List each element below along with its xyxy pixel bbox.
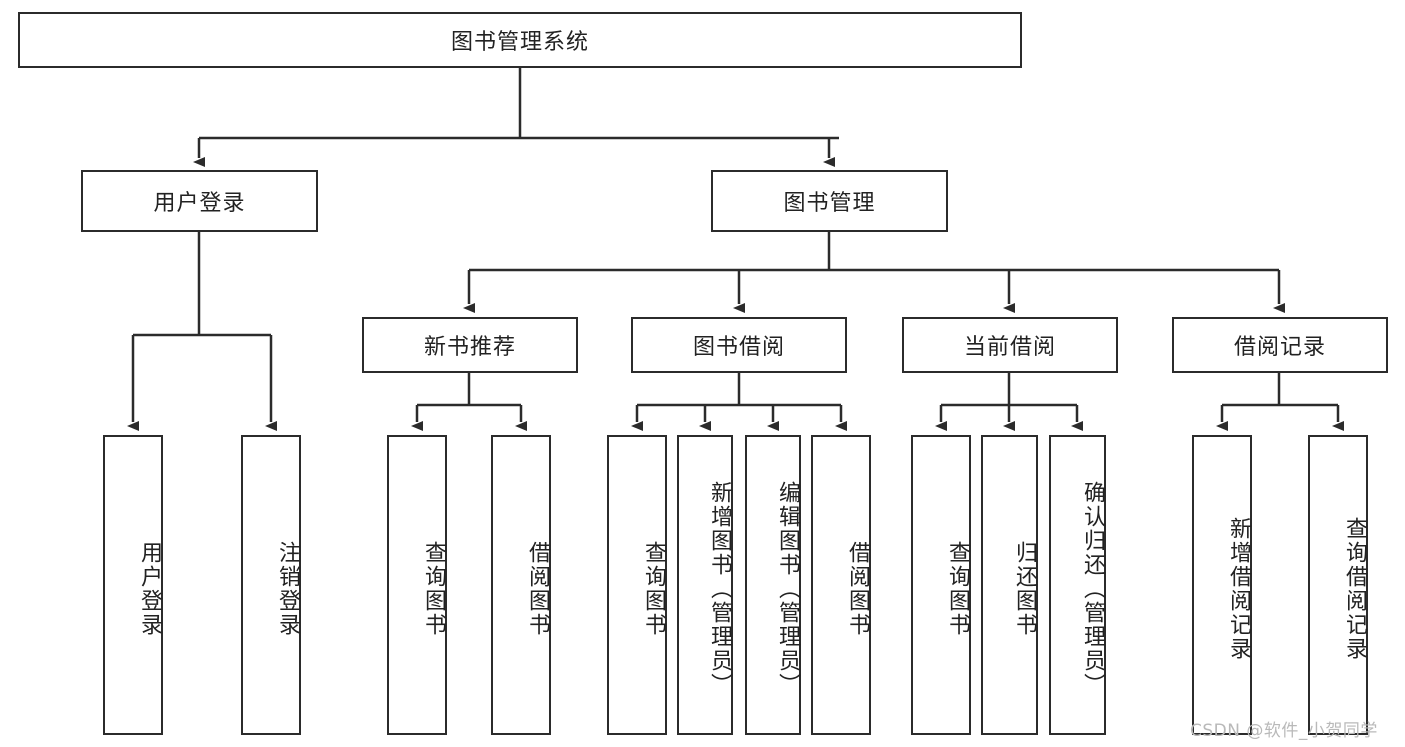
leaf-add-book[interactable]: 新增图书（管理员） — [677, 435, 733, 735]
node-new-book-recommend-label: 新书推荐 — [423, 335, 516, 360]
node-borrow-record-label: 借阅记录 — [1233, 335, 1326, 360]
leaf-query-borrow-record-label: 查询借阅记录 — [1342, 517, 1367, 661]
leaf-query-book-2[interactable]: 查询图书 — [607, 435, 667, 735]
leaf-edit-book-label: 编辑图书（管理员） — [775, 481, 800, 697]
leaf-query-book-1-label: 查询图书 — [421, 541, 446, 637]
leaf-borrow-book-1[interactable]: 借阅图书 — [491, 435, 551, 735]
node-current-borrow-label: 当前借阅 — [963, 335, 1056, 360]
node-root[interactable]: 图书管理系统 — [18, 12, 1022, 68]
leaf-borrow-book-1-label: 借阅图书 — [525, 541, 550, 637]
leaf-query-borrow-record[interactable]: 查询借阅记录 — [1308, 435, 1368, 735]
node-book-manage-label: 图书管理 — [783, 191, 876, 216]
leaf-query-book-3-label: 查询图书 — [945, 541, 970, 637]
leaf-add-borrow-record[interactable]: 新增借阅记录 — [1192, 435, 1252, 735]
leaf-edit-book[interactable]: 编辑图书（管理员） — [745, 435, 801, 735]
leaf-query-book-3[interactable]: 查询图书 — [911, 435, 971, 735]
leaf-confirm-return-label: 确认归还（管理员） — [1080, 481, 1105, 697]
leaf-logout[interactable]: 注销登录 — [241, 435, 301, 735]
node-borrow-record[interactable]: 借阅记录 — [1172, 317, 1388, 373]
leaf-logout-label: 注销登录 — [275, 541, 300, 637]
leaf-query-book-2-label: 查询图书 — [641, 541, 666, 637]
csdn-watermark: CSDN @软件_小贺同学 — [1190, 721, 1378, 741]
node-book-borrow-label: 图书借阅 — [692, 335, 785, 360]
leaf-return-book[interactable]: 归还图书 — [981, 435, 1038, 735]
leaf-borrow-book-2-label: 借阅图书 — [845, 541, 870, 637]
leaf-confirm-return[interactable]: 确认归还（管理员） — [1049, 435, 1106, 735]
node-user-login-label: 用户登录 — [153, 191, 246, 216]
leaf-query-book-1[interactable]: 查询图书 — [387, 435, 447, 735]
leaf-return-book-label: 归还图书 — [1012, 541, 1037, 637]
node-book-borrow[interactable]: 图书借阅 — [631, 317, 847, 373]
node-new-book-recommend[interactable]: 新书推荐 — [362, 317, 578, 373]
node-book-manage[interactable]: 图书管理 — [711, 170, 948, 232]
leaf-user-login[interactable]: 用户登录 — [103, 435, 163, 735]
leaf-add-book-label: 新增图书（管理员） — [707, 481, 732, 697]
leaf-borrow-book-2[interactable]: 借阅图书 — [811, 435, 871, 735]
leaf-add-borrow-record-label: 新增借阅记录 — [1226, 517, 1251, 661]
leaf-user-login-label: 用户登录 — [137, 541, 162, 637]
node-current-borrow[interactable]: 当前借阅 — [902, 317, 1118, 373]
node-root-label: 图书管理系统 — [450, 30, 589, 55]
node-user-login[interactable]: 用户登录 — [81, 170, 318, 232]
